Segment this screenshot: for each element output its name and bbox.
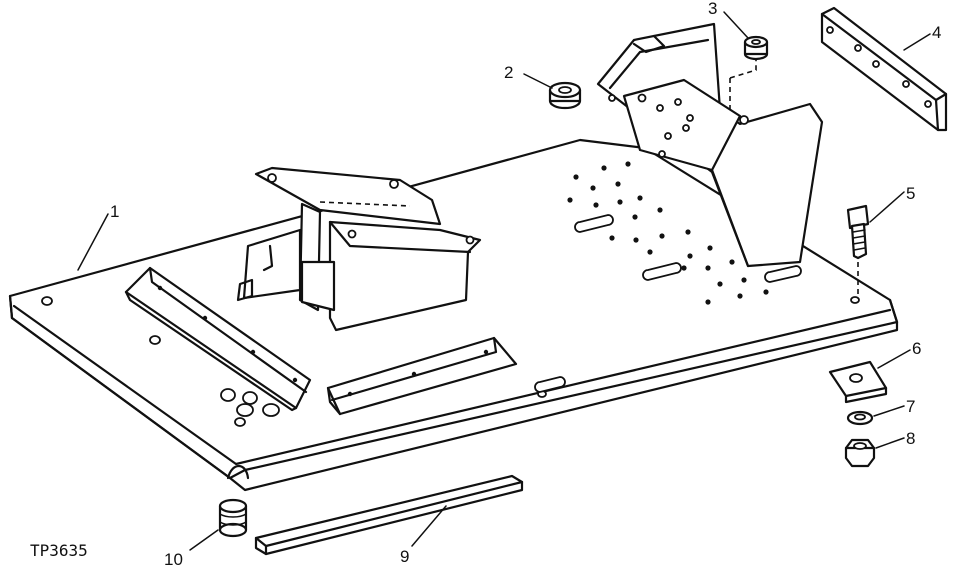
center-angle-rail [326,336,518,416]
left-angle-rail [124,266,312,412]
callout-7: 7 [906,397,915,416]
part-4-mounting-strip [820,6,948,132]
callout-8: 8 [906,429,915,448]
part-6-square-washer [828,360,888,404]
figure-id: TP3635 [30,541,88,560]
part-2-grommet [548,81,582,110]
part-7-lock-washer [846,410,874,426]
callout-5: 5 [906,184,915,203]
part-8-hex-nut [844,438,876,468]
seat-support-bracket [596,22,824,268]
callout-2: 2 [504,63,513,82]
part-5-bolt [846,204,870,294]
part-10-grommet [218,498,248,538]
callout-10: 10 [164,550,183,569]
callout-4: 4 [932,23,941,42]
leader-lines [77,11,931,551]
callout-labels: 1 2 3 4 5 6 7 8 9 10 [110,0,941,569]
callout-6: 6 [912,339,921,358]
center-bracket [236,166,482,332]
platform-plate [8,138,899,492]
part-9-bar [254,474,524,556]
callout-3: 3 [708,0,717,18]
part-3-grommet [743,35,769,61]
plate-holes [41,161,860,427]
callout-9: 9 [400,547,409,566]
callout-1: 1 [110,202,119,221]
